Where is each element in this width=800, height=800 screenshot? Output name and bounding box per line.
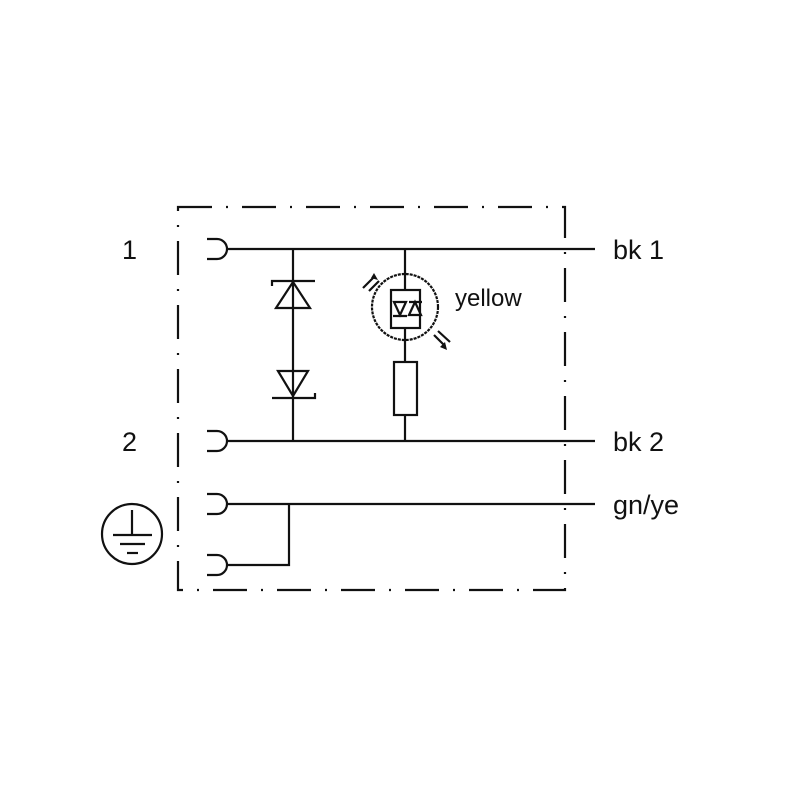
ground-icon bbox=[100, 502, 164, 566]
resistor-icon bbox=[392, 360, 419, 441]
wire-ground-bridge bbox=[227, 504, 291, 567]
pin-2-label: 2 bbox=[122, 427, 137, 457]
wire-label-bk2: bk 2 bbox=[613, 427, 664, 457]
led-icon bbox=[362, 249, 451, 362]
wire-label-bk1: bk 1 bbox=[613, 235, 664, 265]
wire-label-gnye: gn/ye bbox=[613, 490, 679, 520]
zener-diode-icon bbox=[270, 249, 317, 441]
socket-contact-icon bbox=[207, 237, 229, 577]
housing-outline bbox=[176, 205, 567, 592]
pin-1-label: 1 bbox=[122, 235, 137, 265]
led-color-label: yellow bbox=[455, 285, 522, 312]
